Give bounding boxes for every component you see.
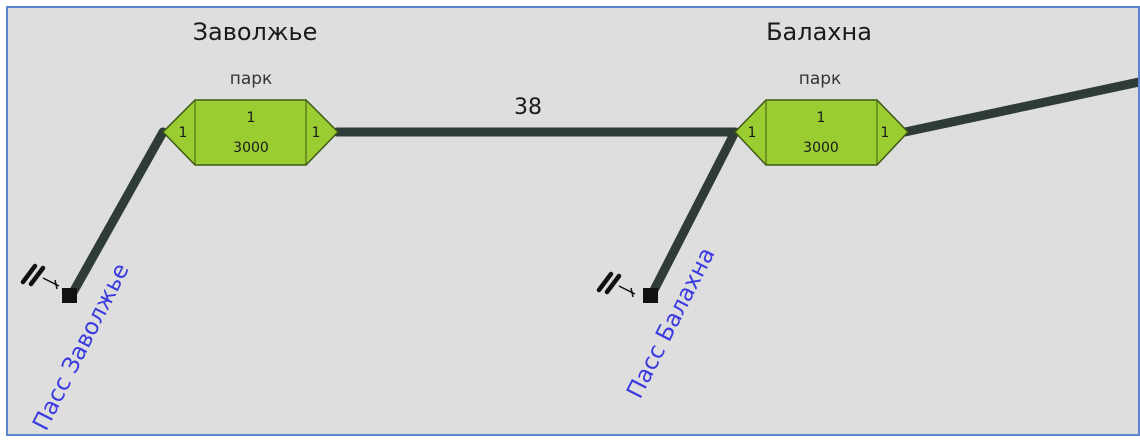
railway-scheme: 38 Заволжье парк 1 1 1 3000 bbox=[20, 18, 1140, 434]
stop-terminal bbox=[643, 288, 658, 303]
stop-balakhna[interactable]: Пасс Балахна bbox=[596, 244, 720, 403]
park-right-track: 1 bbox=[881, 125, 890, 141]
passenger-train-icon bbox=[596, 271, 636, 298]
track-segment-outgoing[interactable] bbox=[900, 77, 1140, 137]
park-track-count: 1 bbox=[817, 110, 826, 126]
park-right-track: 1 bbox=[312, 125, 321, 141]
passenger-train-icon bbox=[20, 263, 60, 290]
stop-label: Пасс Балахна bbox=[622, 244, 720, 403]
connection-label: 38 bbox=[514, 95, 542, 120]
park-block[interactable]: 1 1 1 3000 bbox=[161, 99, 340, 166]
station-name: Заволжье bbox=[193, 18, 318, 46]
stop-terminal bbox=[62, 288, 77, 303]
park-track-count: 1 bbox=[247, 110, 256, 126]
park-left-track: 1 bbox=[179, 125, 188, 141]
park-left-track: 1 bbox=[748, 125, 757, 141]
track-segment-zavolzhye-stop[interactable] bbox=[66, 127, 168, 301]
station-zavolzhye: Заволжье парк 1 1 1 3000 Пасс Завол bbox=[20, 18, 340, 434]
park-capacity: 3000 bbox=[803, 140, 839, 156]
station-balakhna: Балахна парк 1 1 1 3000 Пасс Балахн bbox=[596, 18, 910, 403]
park-capacity: 3000 bbox=[233, 140, 269, 156]
park-block[interactable]: 1 1 1 3000 bbox=[733, 99, 910, 166]
scheme-canvas: 38 Заволжье парк 1 1 1 3000 bbox=[6, 6, 1140, 436]
track-lines bbox=[66, 77, 1140, 301]
park-label: парк bbox=[230, 69, 273, 89]
track-segment-balakhna-stop[interactable] bbox=[646, 127, 740, 301]
park-label: парк bbox=[799, 69, 842, 89]
station-name: Балахна bbox=[766, 18, 872, 46]
